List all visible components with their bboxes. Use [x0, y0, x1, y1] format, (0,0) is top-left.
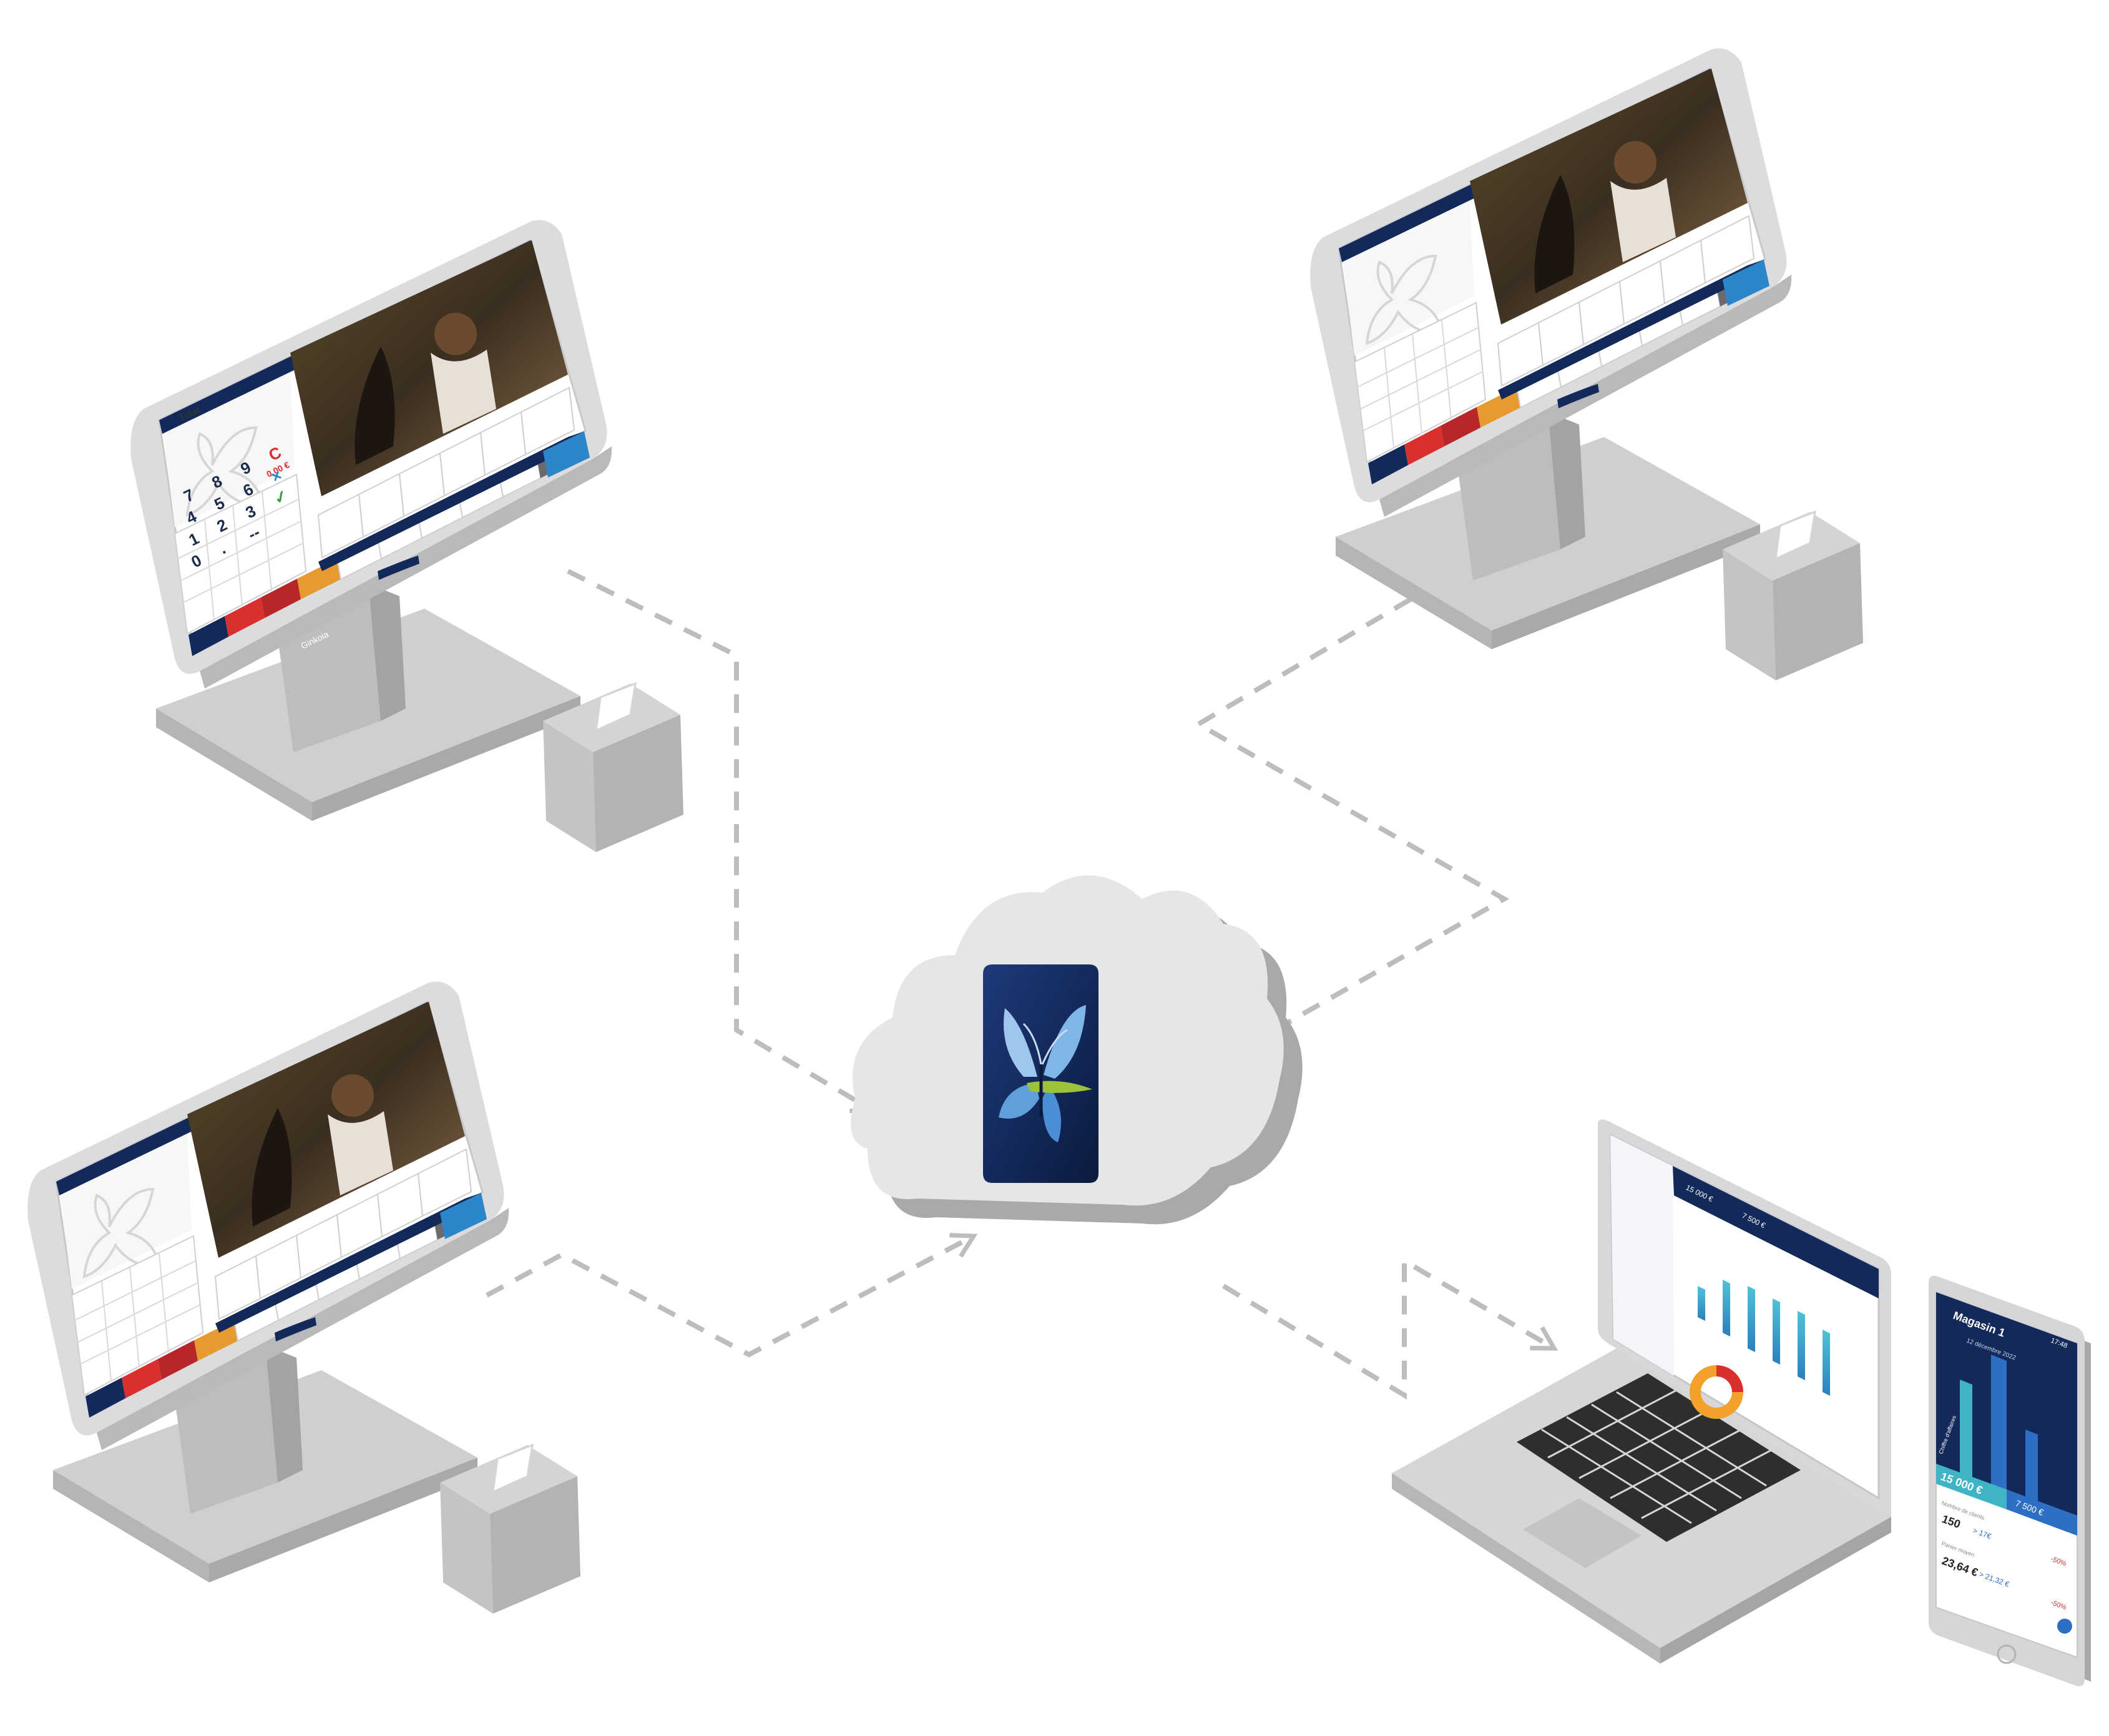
connector-top-right [1193, 597, 1510, 1051]
connector-bottom-left [486, 1233, 978, 1358]
dashboard-bar-chart [1698, 1280, 1830, 1396]
pos-terminal-bottom-left [26, 980, 582, 1615]
pos-terminal-top-left [129, 218, 685, 853]
connector-to-laptop [1221, 1257, 1559, 1400]
connector-lines [486, 569, 1559, 1400]
pos-header-title: Caisse principale [197, 238, 257, 273]
dashboard-donut-chart [1690, 1365, 1743, 1419]
smartphone-icon: 17:48 Magasin 1 12 décembre 2022 Chiffre… [1929, 1275, 2091, 1687]
pos-terminal-top-right [1309, 47, 1864, 682]
connector-top-left [567, 569, 878, 1114]
laptop-icon: 15 000 € 7 500 € [1392, 1119, 1891, 1664]
butterfly-logo-icon [983, 964, 1099, 1183]
